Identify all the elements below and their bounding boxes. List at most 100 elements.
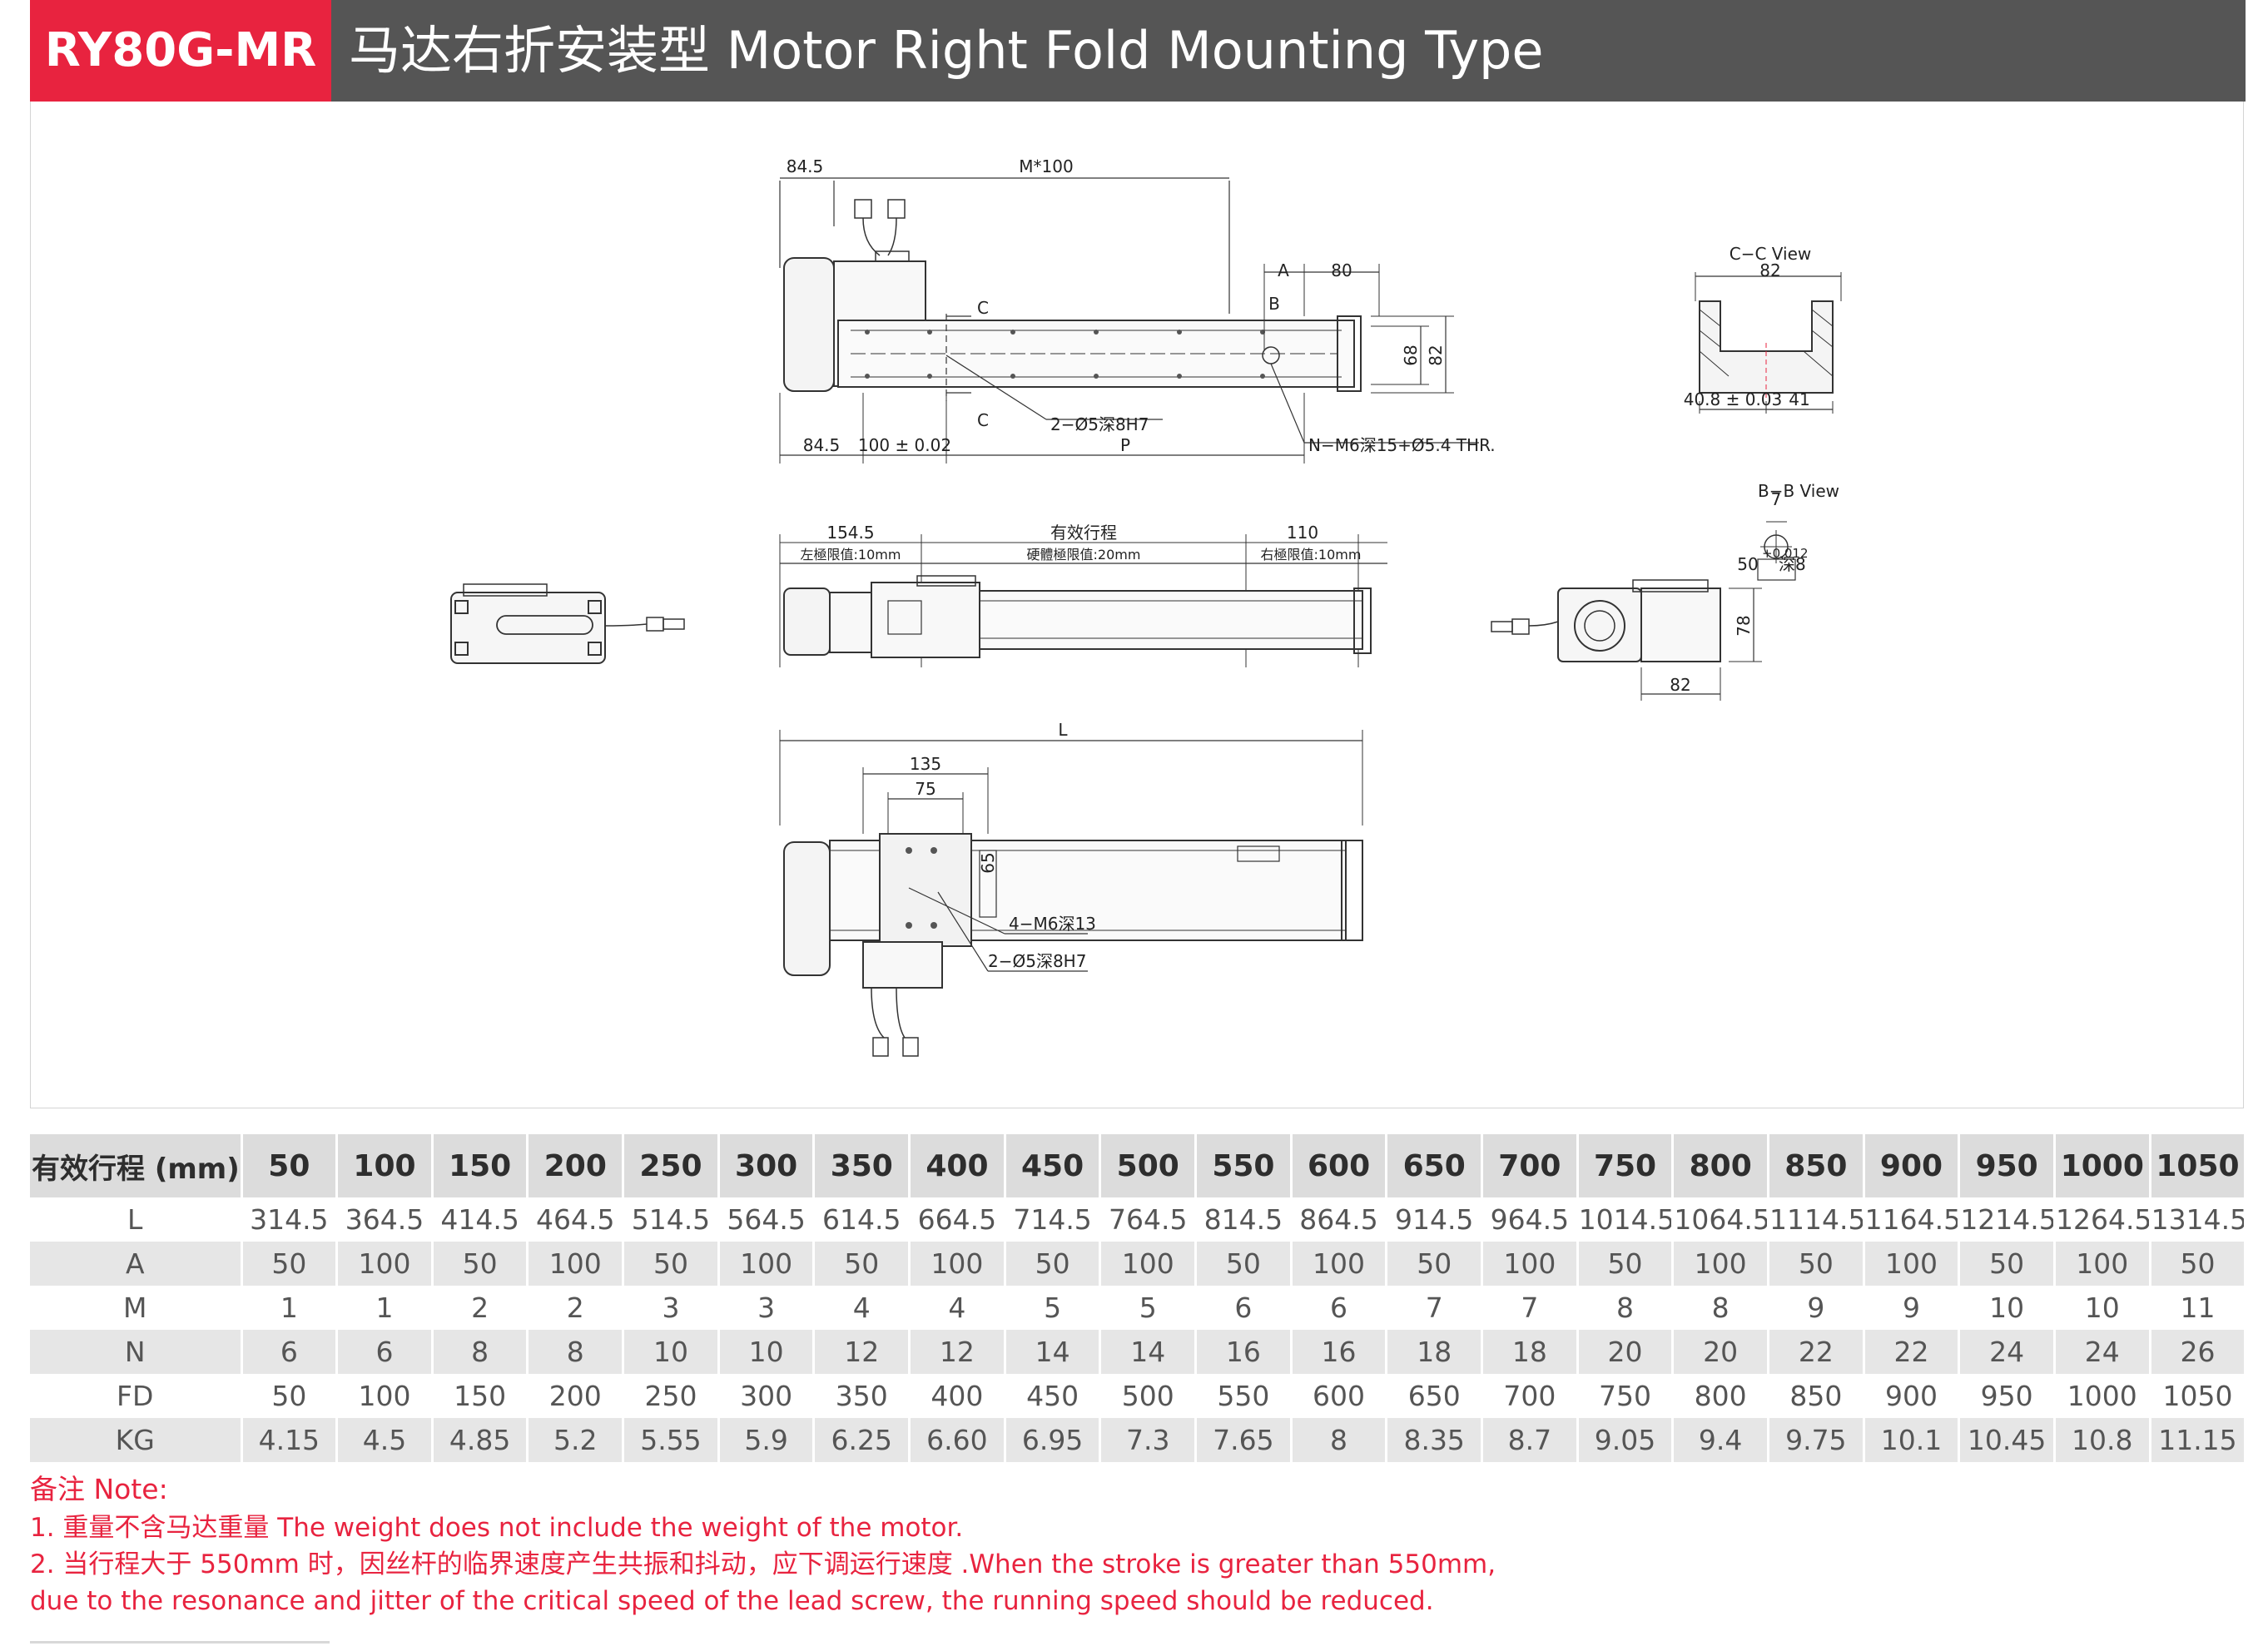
table-cell: 4: [813, 1286, 911, 1330]
table-cell: 700: [1481, 1374, 1579, 1418]
table-cell: 100: [1099, 1242, 1198, 1286]
table-cell: 50: [1195, 1242, 1293, 1286]
table-cell: 50: [241, 1242, 339, 1286]
table-cell: 8.7: [1481, 1418, 1579, 1462]
bb-tolerance: +0.012: [1762, 546, 1809, 561]
side-view: [779, 534, 1387, 667]
table-cell: 1114.5: [1768, 1197, 1865, 1242]
table-cell: 7: [1386, 1286, 1484, 1330]
table-cell: 5: [1005, 1286, 1102, 1330]
label-c-bottom: C: [977, 410, 989, 430]
table-cell: 550: [1195, 1374, 1293, 1418]
dim-m100: M*100: [1019, 156, 1073, 176]
table-cell: 12: [909, 1330, 1006, 1374]
table-cell: 1064.5: [1672, 1197, 1769, 1242]
table-cell: 564.5: [718, 1197, 816, 1242]
dim-p: P: [1120, 435, 1130, 455]
table-cell: 50: [813, 1242, 911, 1286]
cc-view: [1695, 272, 1842, 414]
table-cell: 100: [527, 1242, 625, 1286]
cc-dim-41: 41: [1789, 389, 1809, 409]
table-cell: 50: [1958, 1242, 2056, 1286]
callout-thread-top: N−M6深15+Ø5.4 THR.: [1308, 435, 1496, 455]
table-cell: 10.45: [1958, 1418, 2056, 1462]
dim-100-tol: 100 ± 0.02: [858, 435, 951, 455]
table-cell: 100: [909, 1242, 1006, 1286]
label-c-top: C: [977, 298, 989, 318]
table-cell: 1264.5: [2054, 1197, 2151, 1242]
dim-84-5-top: 84.5: [787, 156, 824, 176]
stroke-col-header: 650: [1386, 1134, 1484, 1197]
stroke-col-header: 850: [1768, 1134, 1865, 1197]
table-cell: 5: [1099, 1286, 1198, 1330]
dim-65: 65: [978, 852, 998, 873]
table-cell: 1000: [2054, 1374, 2151, 1418]
table-cell: 50: [1005, 1242, 1102, 1286]
table-cell: 100: [2054, 1242, 2151, 1286]
dim-82-top: 82: [1426, 345, 1446, 365]
bb-view-title: B−B View: [1758, 481, 1839, 501]
table-cell: 650: [1386, 1374, 1484, 1418]
table-cell: 14: [1005, 1330, 1102, 1374]
table-cell: 10: [623, 1330, 720, 1374]
stroke-col-header: 500: [1099, 1134, 1198, 1197]
dim-l: L: [1058, 720, 1068, 740]
table-cell: 11.15: [2150, 1418, 2247, 1462]
hard-limit: 硬體極限值:20mm: [1027, 547, 1141, 563]
bb-dim-50: 50: [1737, 554, 1758, 574]
table-cell: 20: [1672, 1330, 1769, 1374]
top-view: [779, 177, 1479, 464]
table-cell: 24: [2054, 1330, 2151, 1374]
stroke-col-header: 600: [1291, 1134, 1388, 1197]
stroke-col-header: 1000: [2054, 1134, 2151, 1197]
left-limit: 左極限值:10mm: [801, 547, 901, 563]
cc-dim-82: 82: [1759, 260, 1780, 280]
table-cell: 18: [1481, 1330, 1579, 1374]
bb-depth: 深8: [1779, 554, 1806, 574]
notes: 备注 Note: 1. 重量不含马达重量 The weight does not…: [30, 1471, 2244, 1619]
drawing-frame: 84.5 M*100 A 80 B C C 2−Ø5深8H7 N−M6深15+Ø…: [30, 102, 2244, 1108]
note-1: 1. 重量不含马达重量 The weight does not include …: [30, 1513, 964, 1543]
table-cell: 750: [1577, 1374, 1675, 1418]
table-cell: 764.5: [1099, 1197, 1198, 1242]
table-cell: 850: [1768, 1374, 1865, 1418]
table-cell: 364.5: [336, 1197, 434, 1242]
table-cell: 50: [1577, 1242, 1675, 1286]
left-end-view: [450, 583, 685, 664]
cc-view-title: C−C View: [1730, 244, 1812, 264]
table-cell: 464.5: [527, 1197, 625, 1242]
table-cell: 5.9: [718, 1418, 816, 1462]
note-2: 2. 当行程大于 550mm 时，因丝杆的临界速度产生共振和抖动，应下调运行速度…: [30, 1549, 1496, 1616]
callout-thread-bottom: 4−M6深13: [1009, 914, 1096, 934]
table-cell: 100: [1481, 1242, 1579, 1286]
table-cell: 8.35: [1386, 1418, 1484, 1462]
table-cell: 12: [813, 1330, 911, 1374]
table-cell: 800: [1672, 1374, 1769, 1418]
table-cell: 100: [336, 1242, 434, 1286]
bottom-view: [779, 730, 1363, 1057]
table-cell: 964.5: [1481, 1197, 1579, 1242]
table-cell: 1314.5: [2150, 1197, 2247, 1242]
dim-154-5: 154.5: [826, 523, 874, 543]
cc-dim-40-8: 40.8 ± 0.03: [1684, 389, 1783, 409]
table-cell: 6: [241, 1330, 339, 1374]
table-cell: 10.1: [1864, 1418, 1961, 1462]
stroke-col-header: 200: [527, 1134, 625, 1197]
right-end-view: [1491, 579, 1762, 701]
stroke-col-header: 300: [718, 1134, 816, 1197]
table-cell: 1014.5: [1577, 1197, 1675, 1242]
table-cell: 10: [2054, 1286, 2151, 1330]
table-cell: 10.8: [2054, 1418, 2151, 1462]
table-cell: 814.5: [1195, 1197, 1293, 1242]
stroke-col-header: 350: [813, 1134, 911, 1197]
bb-view: [1757, 521, 1796, 581]
stroke-col-header: 50: [241, 1134, 339, 1197]
table-cell: 9.05: [1577, 1418, 1675, 1462]
table-cell: 150: [432, 1374, 529, 1418]
table-cell: 500: [1099, 1374, 1198, 1418]
